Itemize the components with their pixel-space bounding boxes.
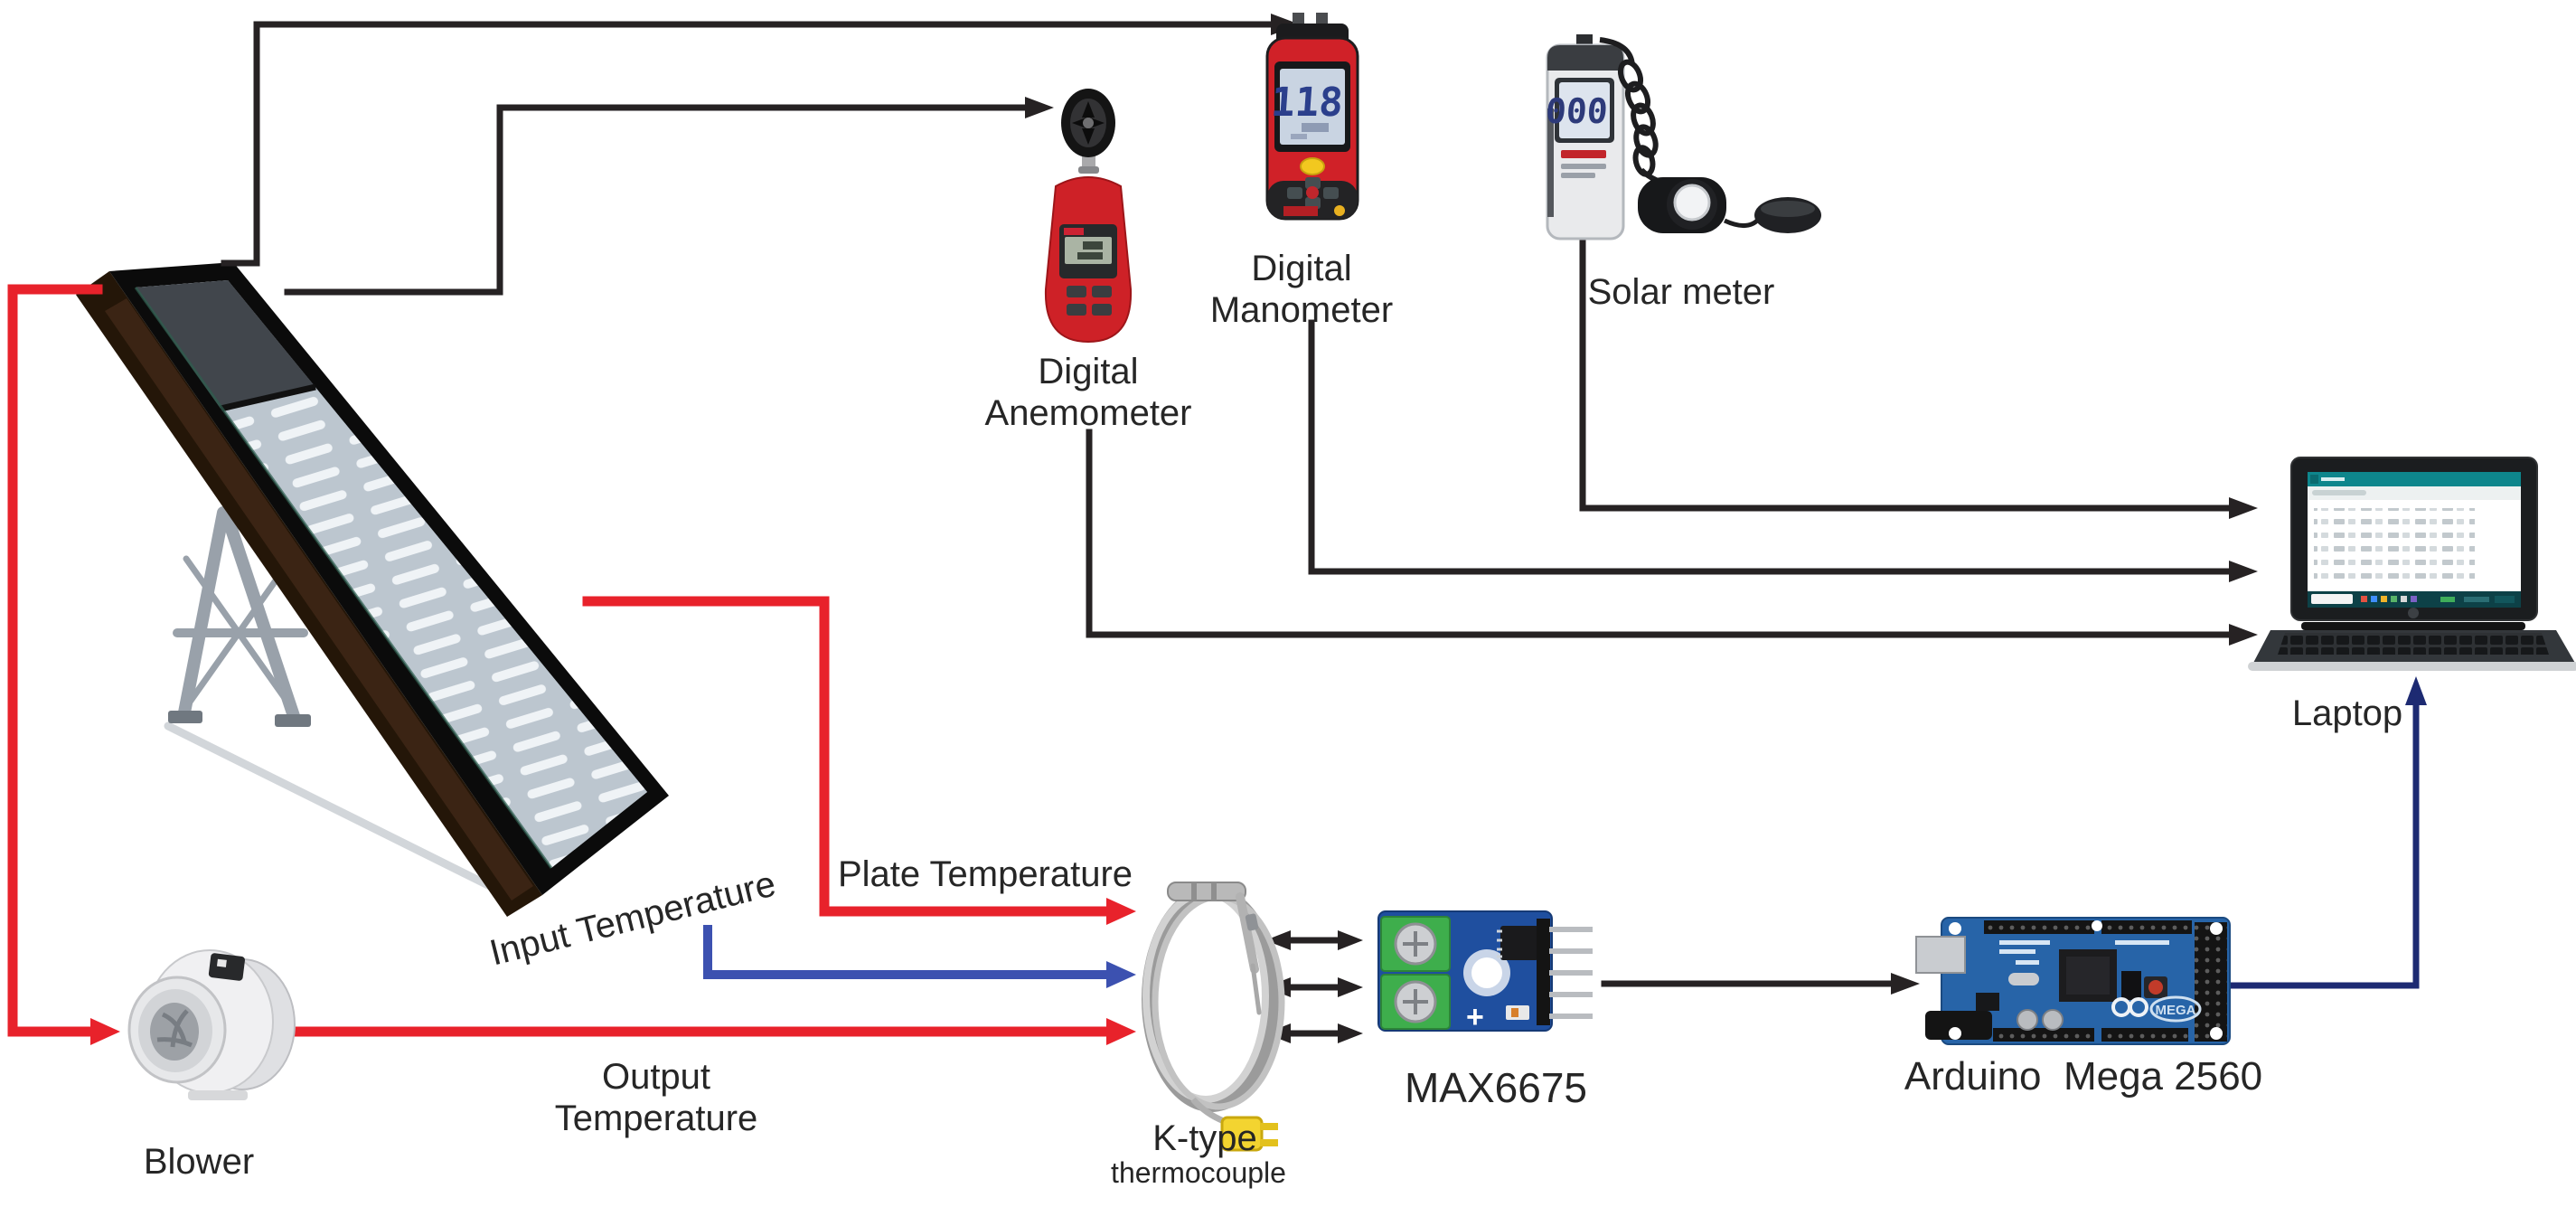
label-solar-meter: Solar meter <box>1587 272 1775 312</box>
max6675-hole <box>1471 957 1502 988</box>
blower <box>127 949 296 1100</box>
laptop <box>2248 457 2576 671</box>
label-digital-anemometer: Digital Anemometer <box>985 351 1192 434</box>
solar-meter-lcd <box>1559 82 1610 138</box>
collector-glass-edge <box>134 287 553 869</box>
arduino-silkscreen <box>1999 940 2169 965</box>
thermocouple-connector <box>1220 1116 1264 1152</box>
line-input-temperature <box>703 925 1109 979</box>
label-digital-anemometer-line2: Anemometer <box>984 393 1192 433</box>
arrow-to-anemometer <box>1025 97 1054 118</box>
thermocouple-sleeve <box>1167 882 1246 901</box>
arrow-output-temperature <box>1106 1018 1136 1045</box>
label-digital-manometer-line2: Manometer <box>1209 290 1394 330</box>
line-collector-to-anemometer <box>284 104 1027 296</box>
line-anemometer-to-laptop <box>1086 429 2231 638</box>
solar-collector <box>76 262 669 917</box>
arrow-manometer-laptop <box>2229 561 2258 582</box>
collector-divider <box>220 383 316 412</box>
arduino-mega-mark: MEGA <box>2156 1003 2196 1018</box>
laptop-titlebar <box>2308 472 2521 486</box>
max6675-plus-mark: + <box>1466 1000 1484 1034</box>
blower-junction-box <box>208 953 245 981</box>
arduino-mounting-holes <box>1949 920 2223 1040</box>
label-arduino-mega: Arduino Mega 2560 <box>1904 1054 2263 1099</box>
anemometer-lcd <box>1065 237 1112 264</box>
arrow-anemometer-laptop <box>2229 624 2258 646</box>
arduino-mega: MEGA <box>1915 917 2231 1045</box>
arduino-power-jack <box>1925 1011 1992 1040</box>
laptop-base <box>2248 662 2576 671</box>
max6675-header <box>1537 919 1550 1025</box>
arduino-usb <box>1915 936 1966 974</box>
label-digital-manometer-line1: Digital <box>1251 249 1352 288</box>
label-output-temperature-line1: Output <box>601 1057 711 1097</box>
arrow-solarmeter-laptop <box>2229 497 2258 519</box>
label-ktype: K-type <box>1152 1118 1257 1158</box>
label-max6675: MAX6675 <box>1404 1064 1588 1111</box>
laptop-data-rows <box>2314 508 2475 584</box>
line-arduino-to-laptop <box>2226 700 2420 989</box>
label-digital-manometer: Digital Manometer <box>1210 248 1393 331</box>
solar-meter: 000 <box>1545 34 1821 240</box>
arrow-input-temperature <box>1106 961 1136 988</box>
collector-underside-face <box>105 298 533 901</box>
digital-anemometer <box>1044 89 1133 344</box>
line-manometer-to-laptop <box>1308 319 2231 575</box>
label-plate-temperature: Plate Temperature <box>837 854 1133 894</box>
line-plate-temperature <box>582 596 1110 917</box>
manometer-keypad <box>1287 177 1339 209</box>
stand-foot-right <box>275 714 311 727</box>
arrow-plate-temperature <box>1106 898 1136 925</box>
line-collector-to-blower <box>7 284 103 1037</box>
max6675-terminals <box>1380 916 1451 1030</box>
digital-manometer: 118 <box>1265 13 1359 221</box>
label-laptop: Laptop <box>2291 693 2403 733</box>
stand-foot-left <box>168 711 202 723</box>
line-solarmeter-to-laptop <box>1579 238 2231 512</box>
label-blower: Blower <box>143 1142 255 1182</box>
collector-glass-streaks <box>136 280 647 868</box>
label-digital-anemometer-line1: Digital <box>1038 352 1139 391</box>
label-thermocouple: thermocouple <box>1111 1156 1286 1189</box>
arduino-right-headers <box>2195 922 2227 1042</box>
taskbar-icons <box>2361 596 2515 603</box>
ktype-thermocouple <box>1142 882 1285 1152</box>
max6675-pins <box>1549 927 1593 1019</box>
arduino-infinity-logo <box>2111 997 2148 1017</box>
blower-impeller <box>156 1009 193 1048</box>
arrow-into-blower <box>90 1018 120 1045</box>
collector-top-panel <box>136 280 315 409</box>
manometer-power-button <box>1300 157 1325 175</box>
connectors <box>7 14 2427 1045</box>
laptop-keyboard <box>2278 633 2549 655</box>
arrow-max-arduino <box>1891 973 1920 995</box>
max6675-module: + <box>1377 910 1593 1034</box>
thermocouple-probe <box>1236 892 1259 974</box>
line-collector-to-manometer <box>221 21 1274 267</box>
label-output-temperature-line2: Temperature <box>554 1099 758 1138</box>
label-output-temperature: Output Temperature <box>555 1056 758 1139</box>
arrow-arduino-laptop <box>2405 676 2427 705</box>
collector-stand <box>164 506 500 893</box>
solar-meter-reading: 000 <box>1545 91 1610 131</box>
max6675-chip <box>1500 926 1538 960</box>
manometer-reading: 118 <box>1270 80 1345 126</box>
